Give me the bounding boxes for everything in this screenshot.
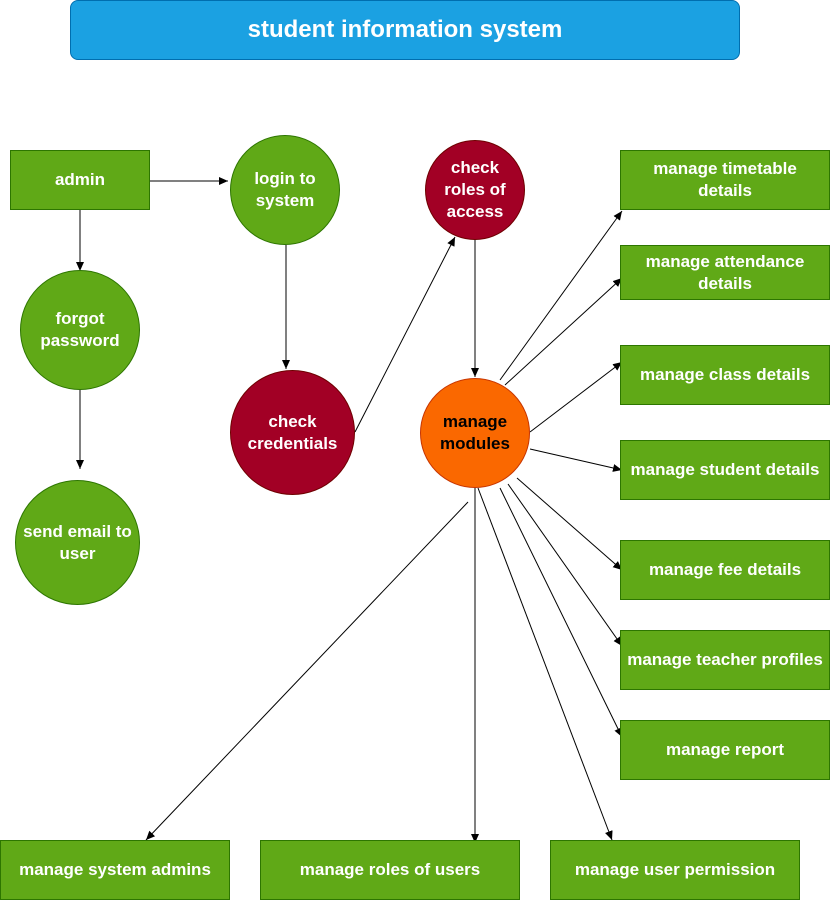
edge-modules-to-system-admins [145, 501, 469, 841]
manage-user-permission-node: manage user permission [550, 840, 800, 900]
manage-attendance-node: manage attendance details [620, 245, 830, 300]
manage-teacher-node: manage teacher profiles [620, 630, 830, 690]
forgot-password-node: forgot password [20, 270, 140, 390]
manage-system-admins-node: manage system admins [0, 840, 230, 900]
check-roles-node: check roles of access [425, 140, 525, 240]
send-email-node: send email to user [15, 480, 140, 605]
edge-check-credentials-to-check-roles [354, 236, 456, 433]
edge-modules-to-timetable [499, 210, 623, 381]
edge-modules-to-attendance [504, 277, 623, 386]
edge-modules-to-report [499, 487, 623, 738]
manage-class-node: manage class details [620, 345, 830, 405]
manage-roles-of-users-node: manage roles of users [260, 840, 520, 900]
edge-modules-to-student [529, 448, 623, 472]
manage-student-node: manage student details [620, 440, 830, 500]
check-credentials-node: check credentials [230, 370, 355, 495]
edge-modules-to-user-permission [477, 487, 613, 841]
login-node: login to system [230, 135, 340, 245]
edge-modules-to-fee [516, 477, 623, 571]
diagram-title: student information system [70, 0, 740, 60]
edge-modules-to-class [529, 361, 623, 433]
admin-node: admin [10, 150, 150, 210]
manage-fee-node: manage fee details [620, 540, 830, 600]
manage-timetable-node: manage timetable details [620, 150, 830, 210]
manage-modules-node: manage modules [420, 378, 530, 488]
manage-report-node: manage report [620, 720, 830, 780]
edge-modules-to-teacher [507, 483, 623, 647]
